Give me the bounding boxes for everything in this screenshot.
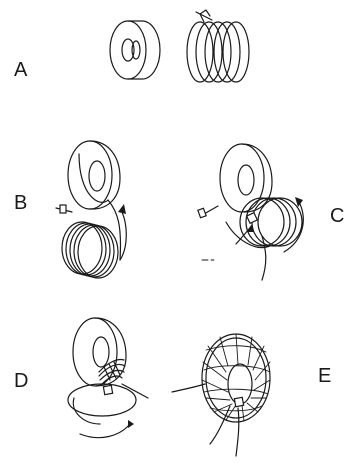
step-e-finished-toroid — [172, 334, 270, 456]
step-d-first-turns — [68, 318, 148, 438]
step-c-threading — [198, 144, 303, 280]
step-b-core-and-coil — [56, 141, 126, 278]
step-a-bare-toroid — [110, 21, 160, 79]
step-a-wire-coil — [187, 10, 249, 82]
